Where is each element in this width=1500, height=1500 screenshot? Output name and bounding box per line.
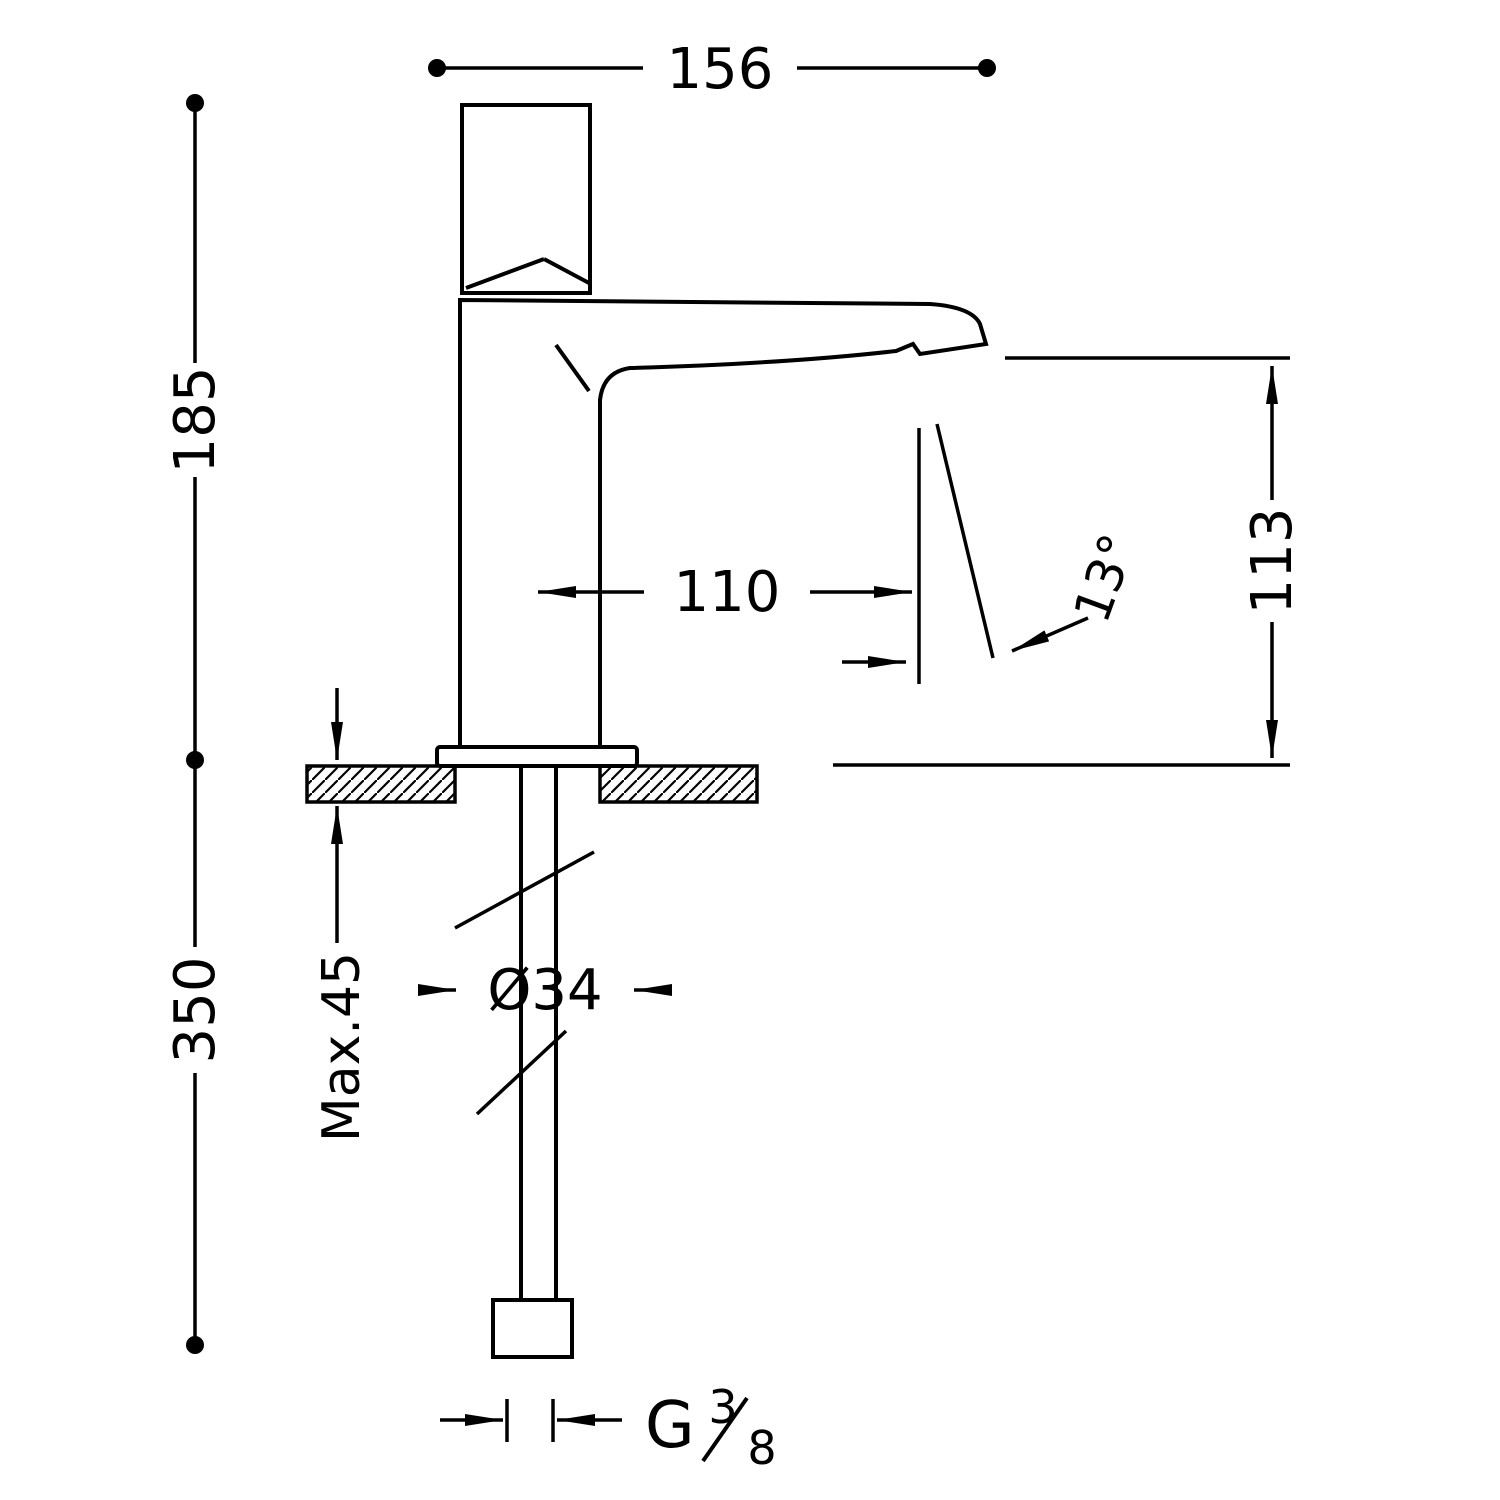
dim-below-deck-length: 350 bbox=[163, 760, 228, 1354]
countertop-left-section bbox=[305, 764, 457, 804]
thread-fraction-slash bbox=[701, 1396, 749, 1463]
lever-edge-left bbox=[465, 257, 545, 290]
spout-junction-tick bbox=[554, 343, 591, 393]
stream-angle-reference bbox=[917, 423, 995, 684]
dim-spout-reach: 110 bbox=[538, 560, 912, 668]
dim-outlet-height: 113 bbox=[833, 356, 1305, 767]
base-flange bbox=[435, 745, 639, 768]
dim-overall-width: 156 bbox=[428, 37, 996, 102]
pipe-break-mark-lower bbox=[475, 1029, 568, 1116]
countertop-right-section bbox=[598, 764, 759, 804]
dim-thread: G 3 8 bbox=[440, 1380, 777, 1475]
dim-stream-angle-label: 13° bbox=[1063, 527, 1148, 630]
thread-numerator: 3 bbox=[708, 1380, 737, 1434]
lever-edge-right bbox=[543, 257, 590, 285]
handle bbox=[460, 103, 592, 295]
pipe-break-mark-upper bbox=[454, 850, 595, 930]
dim-max-deck-thickness-label: Max.45 bbox=[312, 952, 372, 1142]
dim-shank-diameter-label: Ø34 bbox=[487, 958, 602, 1023]
dim-stream-angle: 13° bbox=[1011, 527, 1148, 653]
dim-body-height-label: 185 bbox=[163, 367, 228, 474]
body-and-spout-outline bbox=[458, 297, 989, 749]
angle-leader-arrow bbox=[1011, 616, 1089, 653]
dim-outlet-height-label: 113 bbox=[1240, 508, 1305, 615]
connection-nut bbox=[491, 1298, 574, 1359]
faucet-outline bbox=[435, 103, 989, 768]
dim-max-deck-thickness: Max.45 bbox=[312, 688, 372, 1142]
countertop bbox=[305, 764, 759, 804]
supply-shank bbox=[454, 766, 595, 1359]
dim-spout-reach-label: 110 bbox=[674, 560, 781, 625]
stream-angled-line bbox=[935, 423, 995, 659]
dim-body-height: 185 bbox=[163, 94, 228, 769]
thread-letter: G bbox=[645, 1389, 695, 1463]
dim-shank-diameter: Ø34 bbox=[418, 958, 672, 1023]
dim-overall-width-label: 156 bbox=[667, 37, 774, 102]
dim-below-deck-length-label: 350 bbox=[163, 957, 228, 1064]
thread-denominator: 8 bbox=[747, 1421, 776, 1475]
